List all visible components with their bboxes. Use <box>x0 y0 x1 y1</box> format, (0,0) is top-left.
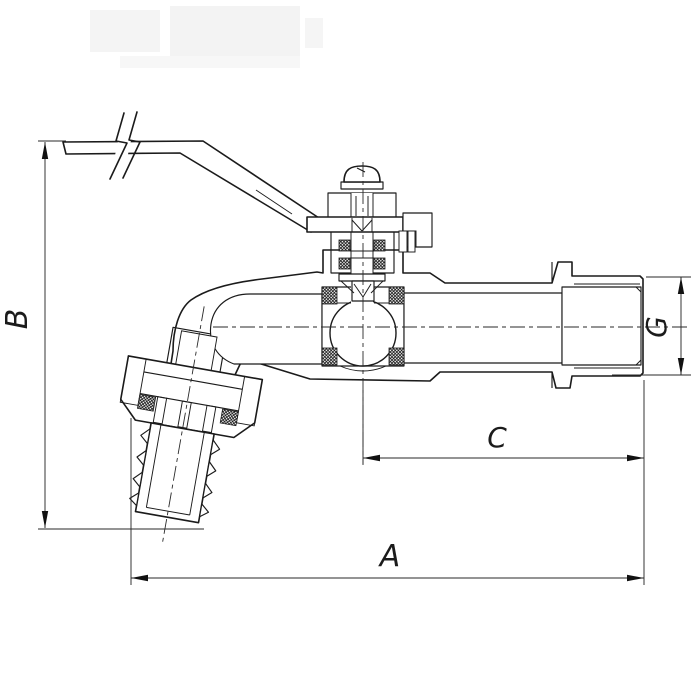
handle-lever <box>62 111 433 253</box>
lever-stop-bracket <box>398 212 433 253</box>
dimension-c: C <box>362 390 644 464</box>
lever-clamp-bar <box>306 216 404 233</box>
dimension-g: G <box>612 276 691 376</box>
break-gap <box>110 112 137 179</box>
dimension-b: B <box>0 140 204 530</box>
dimension-a: A <box>130 380 645 585</box>
gasket-left <box>136 394 157 412</box>
spout-assembly <box>119 306 264 545</box>
seat-bottom-left <box>321 347 338 366</box>
lever-arm <box>62 140 320 233</box>
stem-collar <box>338 273 386 282</box>
elbow-bore <box>209 293 323 365</box>
dim-label-a: A <box>378 539 401 574</box>
dim-label-b: B <box>0 309 35 330</box>
body-silhouette <box>167 249 644 389</box>
thread-lines <box>574 283 642 369</box>
watermark <box>90 6 323 68</box>
stem-packing <box>338 239 386 270</box>
spout-centerline <box>161 306 205 545</box>
dim-label-c: C <box>487 421 507 454</box>
male-end-cavity <box>561 286 642 366</box>
washer <box>340 181 384 190</box>
seat-top-right <box>388 286 405 305</box>
seat-top-left <box>321 286 338 305</box>
break-symbol <box>109 111 141 180</box>
screw-slot <box>356 167 366 173</box>
union-nut <box>119 355 264 439</box>
gasket-right <box>219 408 239 427</box>
dim-label-g: G <box>640 316 673 338</box>
screw-head <box>343 165 381 183</box>
seat-bottom-right <box>388 347 405 366</box>
right-bore <box>403 292 563 364</box>
stem-screw <box>340 165 384 190</box>
valve-body <box>164 249 644 389</box>
